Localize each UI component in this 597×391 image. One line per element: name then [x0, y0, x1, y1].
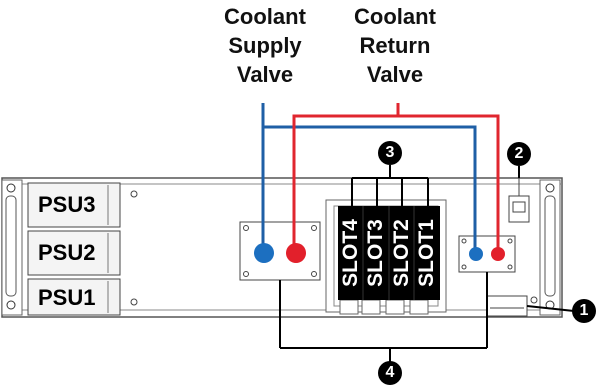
return-valve-title: Coolant Return Valve	[335, 2, 455, 89]
callout-3: 3	[378, 141, 402, 165]
callout-1: 1	[572, 299, 596, 323]
return-connector-left	[286, 243, 306, 263]
return-valve-title-line-3: Valve	[366, 62, 424, 87]
supply-valve-title-line-1: Coolant	[224, 4, 306, 29]
callout-2: 2	[507, 142, 531, 166]
psu-bays	[27, 182, 138, 316]
slot-label-2: SLOT2	[390, 219, 413, 287]
return-line	[292, 103, 400, 251]
slot-label-4: SLOT4	[339, 219, 362, 287]
supply-valve-title: Coolant Supply Valve	[205, 2, 325, 89]
psu-label-2: PSU2	[38, 240, 96, 265]
slot-label-3: SLOT3	[364, 219, 387, 287]
supply-valve-title-line-3: Valve	[236, 62, 294, 87]
psu-label-3: PSU3	[38, 192, 96, 217]
rear-label-plate	[486, 295, 538, 317]
return-valve-title-line-1: Coolant	[354, 4, 436, 29]
slot-label-1: SLOT1	[415, 219, 438, 287]
callout-4: 4	[378, 361, 402, 385]
bracket-plates	[279, 272, 488, 362]
left-rack-ear	[1, 179, 23, 316]
return-connector-right	[491, 247, 505, 261]
return-line-right	[398, 114, 500, 251]
psu-label-1: PSU1	[38, 285, 96, 310]
bracket-slots	[351, 165, 429, 206]
supply-connector-left	[254, 243, 274, 263]
port-module	[508, 178, 530, 223]
right-rack-ear	[539, 179, 561, 316]
supply-connector-right	[469, 247, 483, 261]
return-valve-title-line-2: Return	[359, 33, 431, 58]
supply-line	[261, 103, 477, 251]
supply-valve-title-line-2: Supply	[228, 33, 302, 58]
callout-1-leader	[526, 305, 575, 312]
left-connector-plate	[239, 221, 321, 281]
right-connector-plate	[458, 235, 516, 273]
